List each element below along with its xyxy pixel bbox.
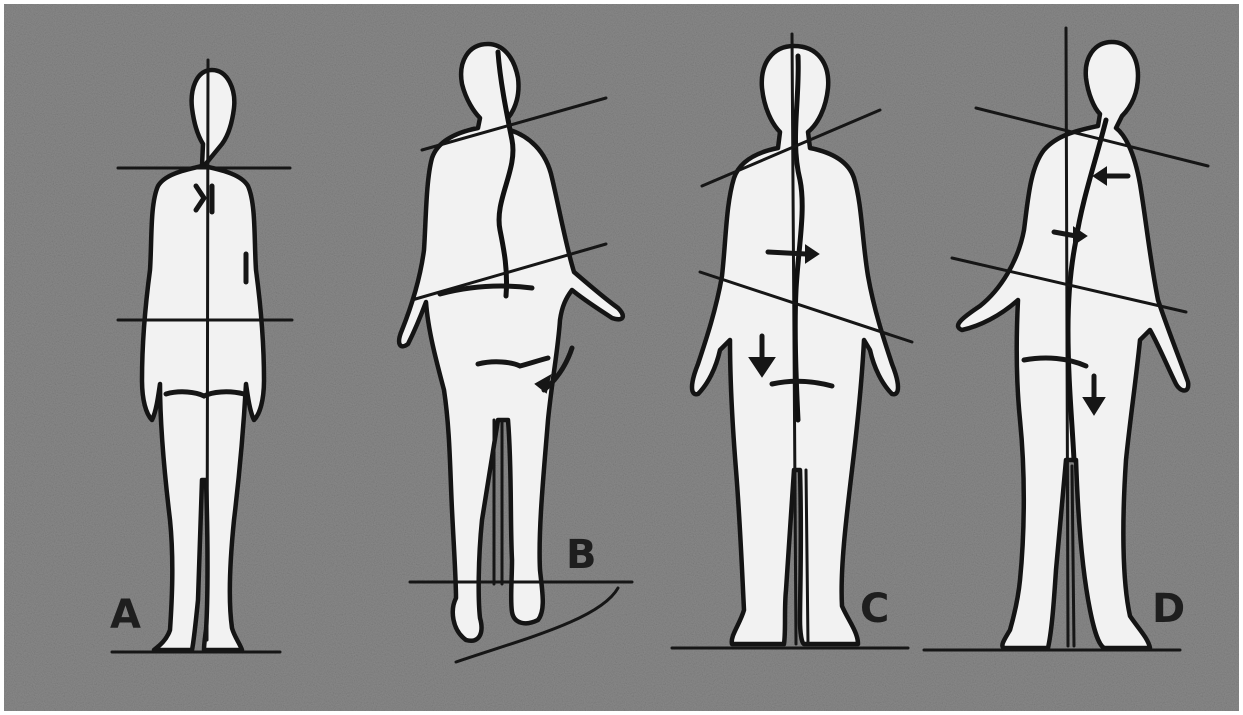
panel-label-a: A (110, 592, 141, 638)
waist-arrow-c (768, 252, 806, 254)
inner-leg-line-d (1072, 466, 1074, 646)
vertical-plumb-line-a (207, 60, 208, 640)
panel-label-d: D (1152, 586, 1185, 632)
inner-leg-line-c (806, 470, 808, 644)
panel-label-c: C (860, 586, 889, 632)
panel-label-b: B (566, 532, 597, 578)
